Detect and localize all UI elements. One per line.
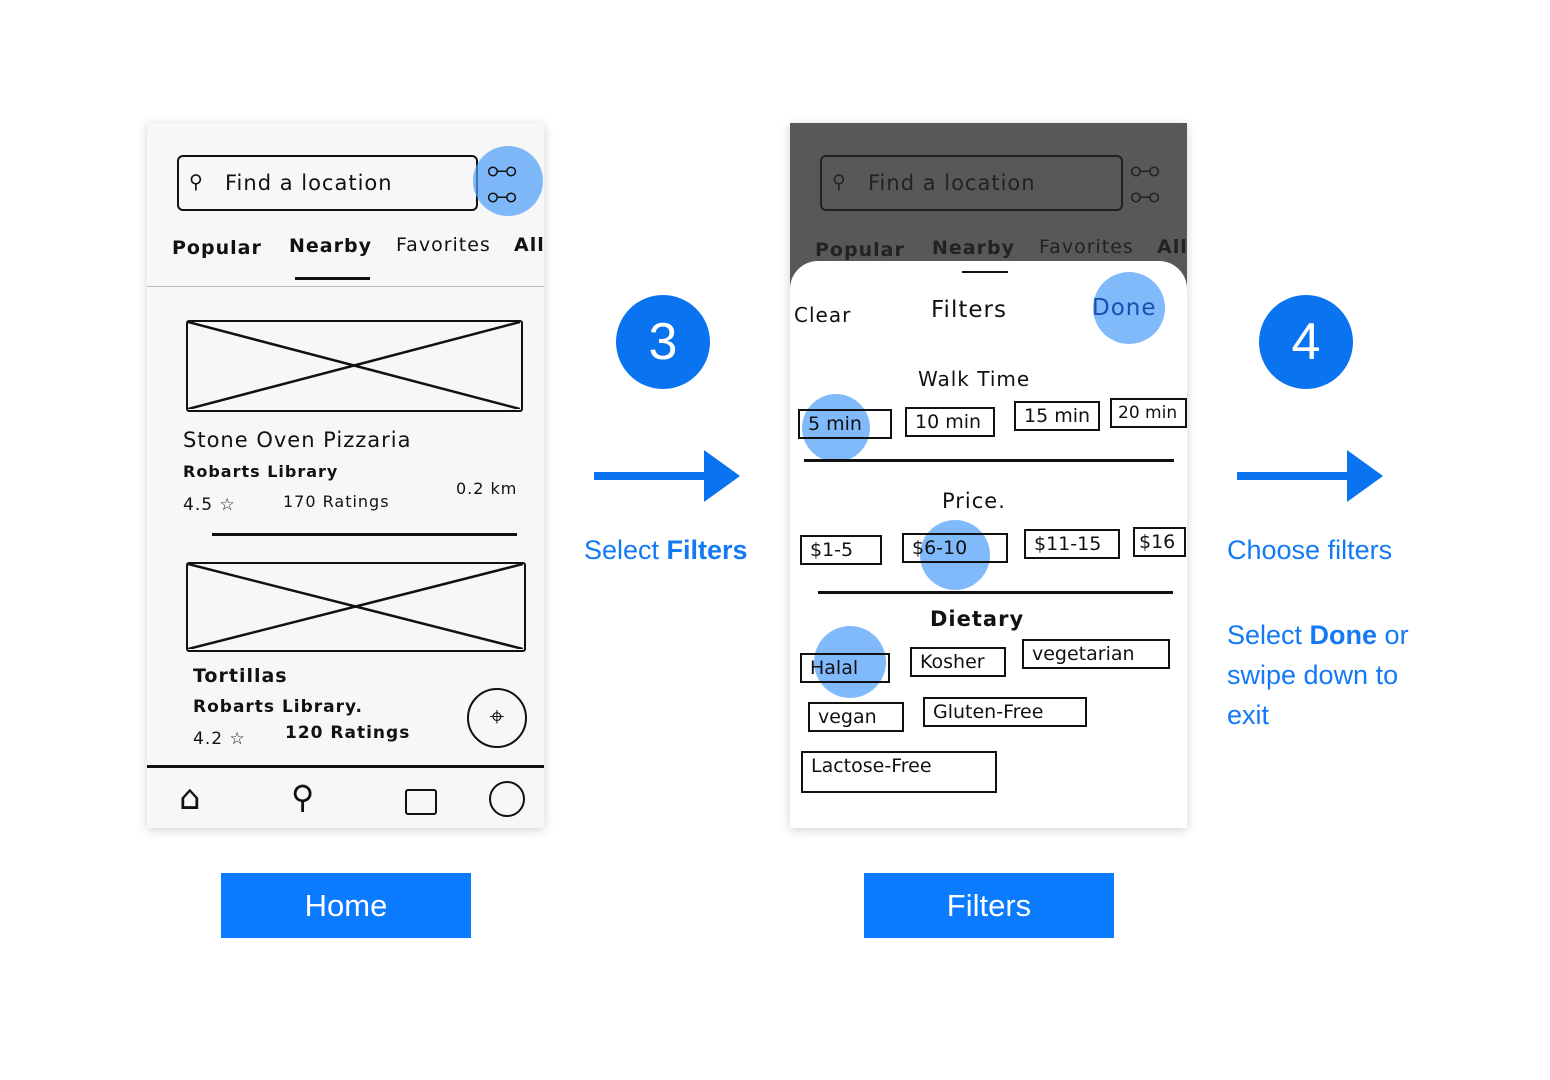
search-placeholder: Find a location [225, 171, 393, 195]
search-icon: ⚲ [832, 171, 847, 193]
star-icon: ☆ [219, 495, 236, 515]
search-input [820, 155, 1123, 211]
tap-highlight [1093, 272, 1165, 344]
bottom-bar-divider [147, 765, 544, 768]
filters-screen-sketch: ⚲ Find a location ⧟⧟ Popular Nearby Favo… [790, 123, 1187, 828]
card-ratings-count: 120 Ratings [285, 723, 411, 743]
search-icon[interactable]: ⚲ [291, 778, 316, 816]
chip-5-min[interactable]: 5 min [798, 409, 892, 439]
placeholder-cross-icon [188, 564, 523, 649]
divider [804, 459, 1174, 462]
card-title[interactable]: Tortillas [193, 665, 288, 687]
home-label: Home [221, 873, 471, 938]
sheet-title: Filters [931, 297, 1007, 323]
divider [212, 533, 517, 536]
step-number-4: 4 [1259, 295, 1353, 389]
placeholder-cross-icon [188, 322, 520, 409]
filter-sliders-icon[interactable]: ⧟⧟ [487, 152, 518, 213]
chip-vegetarian[interactable]: vegetarian [1022, 639, 1170, 669]
tap-highlight [920, 520, 990, 590]
step-number-3: 3 [616, 295, 710, 389]
arrowhead [704, 450, 740, 502]
star-icon: ☆ [229, 729, 246, 749]
chip-price-6-10[interactable]: $6-10 [902, 533, 1008, 563]
home-screen-sketch: ⚲ Find a location ⧟⧟ Popular Nearby Favo… [147, 123, 544, 828]
home-icon[interactable]: ⌂ [179, 778, 202, 818]
chip-gluten-free[interactable]: Gluten-Free [923, 697, 1087, 727]
chip-20-min[interactable]: 20 min [1110, 398, 1187, 428]
tab-all: All [1157, 236, 1187, 258]
chip-halal[interactable]: Halal [800, 653, 890, 683]
map-pin-button[interactable]: ⌖ [467, 688, 527, 748]
drag-handle[interactable] [962, 271, 1008, 273]
arrow-right-icon [594, 472, 709, 480]
chip-price-16[interactable]: $16 [1133, 527, 1186, 557]
tab-nearby[interactable]: Nearby [289, 235, 372, 257]
tap-highlight [814, 626, 886, 698]
active-tab-underline [295, 277, 370, 280]
tap-highlight [802, 394, 870, 462]
search-placeholder: Find a location [868, 171, 1036, 195]
done-button[interactable]: Done [1092, 295, 1157, 321]
tap-highlight [473, 146, 543, 216]
chip-price-11-15[interactable]: $11-15 [1024, 529, 1120, 559]
tab-favorites: Favorites [1039, 236, 1134, 258]
tab-popular[interactable]: Popular [172, 237, 262, 259]
card-rating: 4.5 ☆ [183, 495, 236, 515]
step-4-detail: Select Done or swipe down to exit [1227, 620, 1409, 730]
card-distance: 0.2 km [456, 479, 518, 498]
chip-kosher[interactable]: Kosher [910, 647, 1006, 677]
search-icon: ⚲ [189, 171, 204, 193]
section-label-walk-time: Walk Time [918, 367, 1031, 391]
divider [147, 286, 544, 287]
card-rating: 4.2 ☆ [193, 729, 246, 749]
card-title[interactable]: Stone Oven Pizzaria [183, 428, 412, 452]
filter-sliders-icon: ⧟⧟ [1130, 152, 1161, 213]
card-location: Robarts Library [183, 462, 339, 481]
card-location: Robarts Library. [193, 697, 364, 717]
bag-icon[interactable] [405, 789, 437, 815]
step-3-caption: Select Filters [584, 535, 748, 565]
chip-15-min[interactable]: 15 min [1014, 401, 1100, 431]
card-ratings-count: 170 Ratings [283, 492, 390, 511]
tab-favorites[interactable]: Favorites [396, 234, 491, 256]
tab-nearby: Nearby [932, 237, 1015, 259]
tab-popular: Popular [815, 239, 905, 261]
chip-10-min[interactable]: 10 min [905, 407, 995, 437]
arrow-right-icon [1237, 472, 1352, 480]
chip-price-1-5[interactable]: $1-5 [800, 535, 882, 565]
chip-lactose-free[interactable]: Lactose-Free [801, 751, 997, 793]
filters-sheet[interactable]: Clear Filters Done Walk Time 5 min 10 mi… [790, 261, 1187, 828]
chip-vegan[interactable]: vegan [808, 702, 904, 732]
map-pin-icon: ⌖ [489, 702, 505, 732]
image-placeholder [186, 562, 526, 652]
arrowhead [1347, 450, 1383, 502]
image-placeholder [186, 320, 523, 412]
divider [818, 591, 1173, 594]
section-label-dietary: Dietary [930, 607, 1025, 631]
step-4-caption: Choose filters [1227, 535, 1393, 565]
clear-button[interactable]: Clear [794, 303, 852, 327]
profile-icon[interactable] [489, 781, 525, 817]
filters-label: Filters [864, 873, 1114, 938]
tab-all[interactable]: All [514, 234, 544, 256]
section-label-price: Price. [942, 489, 1006, 513]
